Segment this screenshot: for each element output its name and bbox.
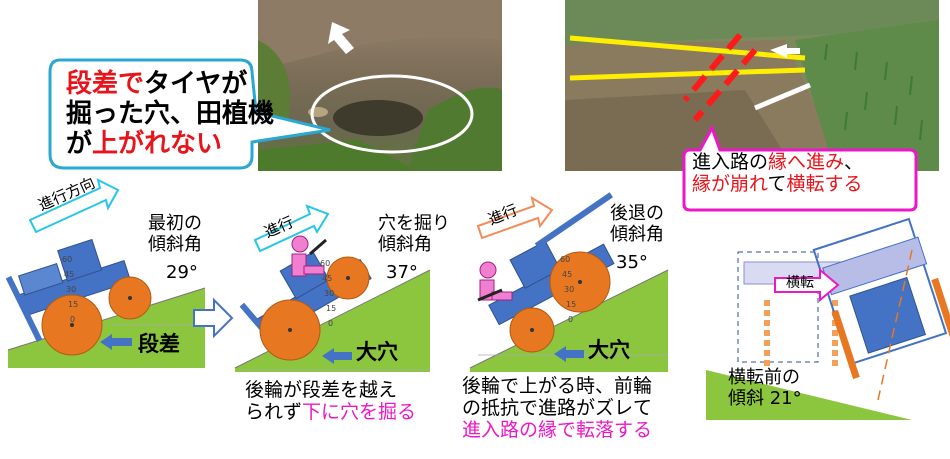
stage3-angle-value: 35° <box>616 252 648 273</box>
gauge-tick-label: 30 <box>564 285 574 294</box>
stage2-hole-label: 大穴 <box>356 340 398 364</box>
photo-tire-hole <box>258 0 502 171</box>
stage1-angle-label: 最初の 傾斜角 <box>148 213 202 255</box>
stage1-step-label: 段差 <box>138 332 180 356</box>
callout-left-text: 段差でタイヤが 掘った穴、田植機 が上がれない <box>66 69 275 159</box>
stage4-rollover-arrow <box>774 267 840 303</box>
stage4-arrow-label: 横転 <box>786 275 814 291</box>
stage2-angle-label: 穴を掘り 傾斜角 <box>378 213 450 255</box>
callout-right-text: 進入路の縁へ進み、 縁が崩れて横転する <box>692 151 864 195</box>
stage3-angle-label: 後退の 傾斜角 <box>610 203 664 245</box>
gauge-tick-label: 0 <box>568 315 573 324</box>
stage3-direction-arrow <box>476 195 554 240</box>
gauge-tick-label: 15 <box>326 304 336 313</box>
gauge-tick-label: 60 <box>320 259 330 268</box>
stage4-slope-label: 横転前の 傾斜 21° <box>728 367 802 409</box>
gauge-tick-label: 30 <box>324 289 334 298</box>
stage2-angle-value: 37° <box>386 262 418 283</box>
stage3-caption: 後輪で上がる時、前輪 の抵抗で進路がズレて 進入路の縁で転落する <box>462 375 653 441</box>
stage3-hole-label: 大穴 <box>588 338 630 362</box>
gauge-tick-label: 60 <box>560 255 570 264</box>
hole-highlight-ellipse <box>310 74 474 154</box>
gauge-tick-label: 45 <box>322 274 332 283</box>
stage1-angle-value: 29° <box>166 262 198 283</box>
gauge-tick-label: 15 <box>68 300 78 309</box>
stage3-driver-figure <box>477 261 513 302</box>
gauge-tick-label: 45 <box>562 270 572 279</box>
gauge-tick-label: 0 <box>328 319 333 328</box>
gauge-tick-label: 0 <box>70 315 75 324</box>
stage2-direction-arrow <box>253 204 330 253</box>
path-edge-lines <box>569 33 811 122</box>
up-arrow-icon <box>328 22 354 54</box>
stage2-caption: 後輪が段差を越え られず下に穴を掘る <box>245 379 417 423</box>
gauge-tick-label: 45 <box>64 270 74 279</box>
gauge-tick-label: 15 <box>566 300 576 309</box>
gauge-tick-label: 30 <box>66 285 76 294</box>
stage1-direction-arrow <box>28 178 120 234</box>
gauge-tick-label: 60 <box>62 255 72 264</box>
stage2-driver-figure <box>291 235 327 277</box>
